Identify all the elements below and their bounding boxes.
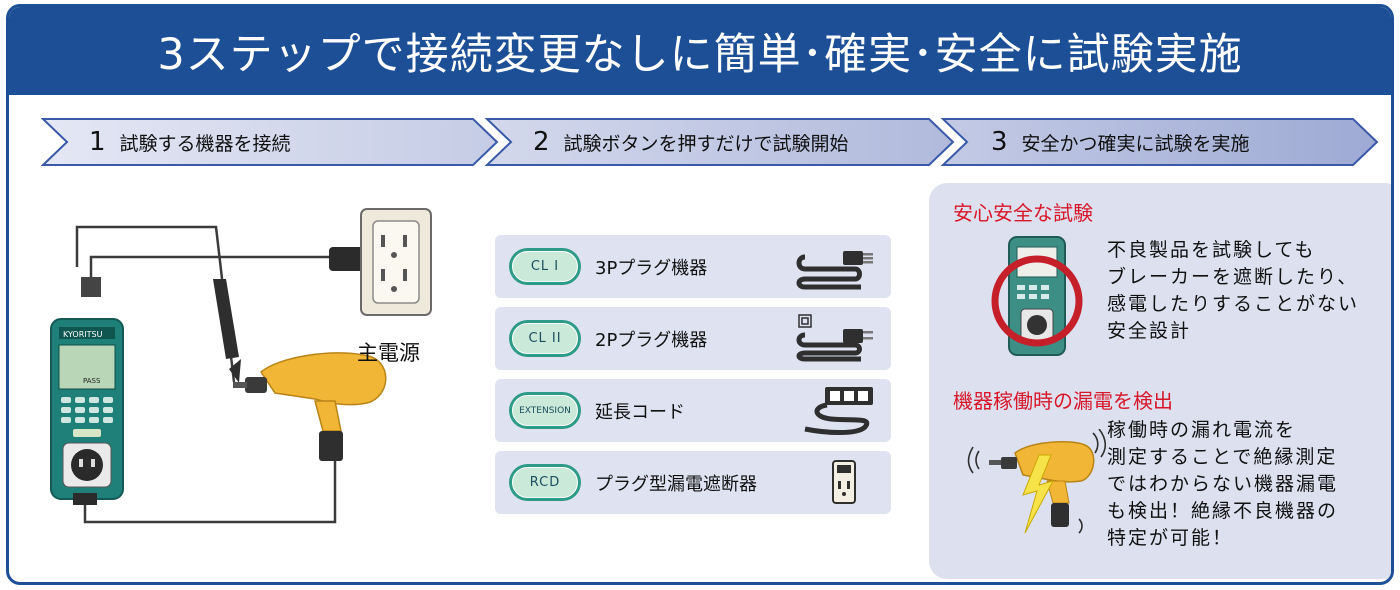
wall-outlet-icon — [360, 208, 432, 316]
step-arrows — [41, 118, 1379, 166]
category-label: 延長コード — [595, 401, 685, 423]
badge-text: CL I — [512, 251, 578, 282]
feature-2-heading: 機器稼働時の漏電を検出 — [953, 389, 1173, 413]
category-row-rcd: RCD プラグ型漏電遮断器 — [495, 451, 891, 514]
step-2-label: 試験ボタンを押すだけで試験開始 — [563, 132, 849, 155]
feature-line: も検出！絶縁不良機器の — [1107, 500, 1339, 522]
tester-safety-icon — [991, 236, 1083, 356]
badge-text: CL II — [512, 323, 578, 354]
feature-2-text: 稼働時の漏れ電流を 測定することで絶縁測定 ではわからない機器漏電 も検出！絶縁… — [1107, 417, 1338, 552]
feature-line: 感電したりすることがない — [1107, 293, 1360, 315]
feature-panel: 安心安全な試験 不良製品を試験しても ブレーカーを遮断したり、 感電したりするこ… — [929, 183, 1391, 579]
three-prong-plug-icon — [796, 251, 873, 290]
step-3: 3 安全かつ確実に試験を実施 — [991, 117, 1250, 167]
feature-1-heading: 安心安全な試験 — [953, 201, 1093, 225]
two-prong-plug-icon — [796, 314, 873, 362]
test-probe-icon — [213, 279, 241, 383]
drill-icon — [233, 352, 387, 461]
category-label: プラグ型漏電遮断器 — [595, 473, 757, 495]
step-3-label: 安全かつ確実に試験を実施 — [1021, 132, 1250, 155]
page-title: 3ステップで接続変更なしに簡単･確実･安全に試験実施 — [157, 30, 1243, 80]
class1-badge: CL I — [509, 248, 581, 285]
feature-line: 不良製品を試験しても — [1107, 239, 1316, 261]
feature-line: 特定が可能！ — [1107, 527, 1234, 549]
tester-device-icon: KYORITSU PASS — [50, 277, 124, 505]
step-2-arrow — [484, 118, 955, 166]
badge-text: RCD — [512, 467, 578, 498]
tester-wiring-illustration: KYORITSU PASS — [50, 208, 432, 524]
category-row-extension: EXTENSION 延長コード — [495, 379, 891, 442]
category-row-cl2: CL II 2Pプラグ機器 — [495, 307, 891, 370]
device-category-list: CL I 3Pプラグ機器 CL II 2Pプラグ機器 EXTENSION 延長コ… — [495, 235, 891, 523]
category-row-cl1: CL I 3Pプラグ機器 — [495, 235, 891, 298]
tester-result-text: PASS — [83, 377, 101, 385]
category-label: 2Pプラグ機器 — [595, 329, 708, 351]
feature-line: ではわからない機器漏電 — [1107, 473, 1339, 495]
step-chevrons: 1 試験する機器を接続 2 試験ボタンを押すだけで試験開始 3 安全かつ確実に試… — [41, 117, 1381, 167]
tester-brand-text: KYORITSU — [63, 330, 103, 339]
feature-line: 稼働時の漏れ電流を — [1107, 419, 1297, 441]
feature-line: 測定することで絶縁測定 — [1107, 446, 1338, 468]
rcd-plug-icon — [832, 460, 856, 504]
step-1-label: 試験する機器を接続 — [119, 132, 291, 155]
step-3-number: 3 — [991, 127, 1008, 157]
feature-1-text: 不良製品を試験しても ブレーカーを遮断したり、 感電したりすることがない 安全設… — [1107, 237, 1359, 345]
step-2: 2 試験ボタンを押すだけで試験開始 — [533, 117, 849, 167]
feature-line: 安全設計 — [1107, 320, 1192, 342]
category-label: 3Pプラグ機器 — [595, 257, 708, 279]
drill-leakage-icon — [967, 429, 1107, 534]
step-1-arrow — [41, 118, 499, 166]
step-1: 1 試験する機器を接続 — [89, 117, 291, 167]
extension-badge: EXTENSION — [509, 392, 581, 429]
step-2-number: 2 — [533, 127, 550, 157]
class2-badge: CL II — [509, 320, 581, 357]
feature-line: ブレーカーを遮断したり、 — [1107, 266, 1359, 288]
badge-text: EXTENSION — [512, 395, 578, 426]
connection-illustration: KYORITSU PASS — [29, 207, 449, 537]
step-1-number: 1 — [89, 127, 106, 157]
rcd-badge: RCD — [509, 464, 581, 501]
title-bar: 3ステップで接続変更なしに簡単･確実･安全に試験実施 — [9, 7, 1391, 95]
step-3-arrow — [940, 118, 1379, 166]
infographic-frame: 3ステップで接続変更なしに簡単･確実･安全に試験実施 1 試験する機器を接続 2… — [6, 4, 1394, 585]
outlet-label: 主電源 — [357, 341, 420, 365]
extension-cord-icon — [804, 387, 873, 435]
